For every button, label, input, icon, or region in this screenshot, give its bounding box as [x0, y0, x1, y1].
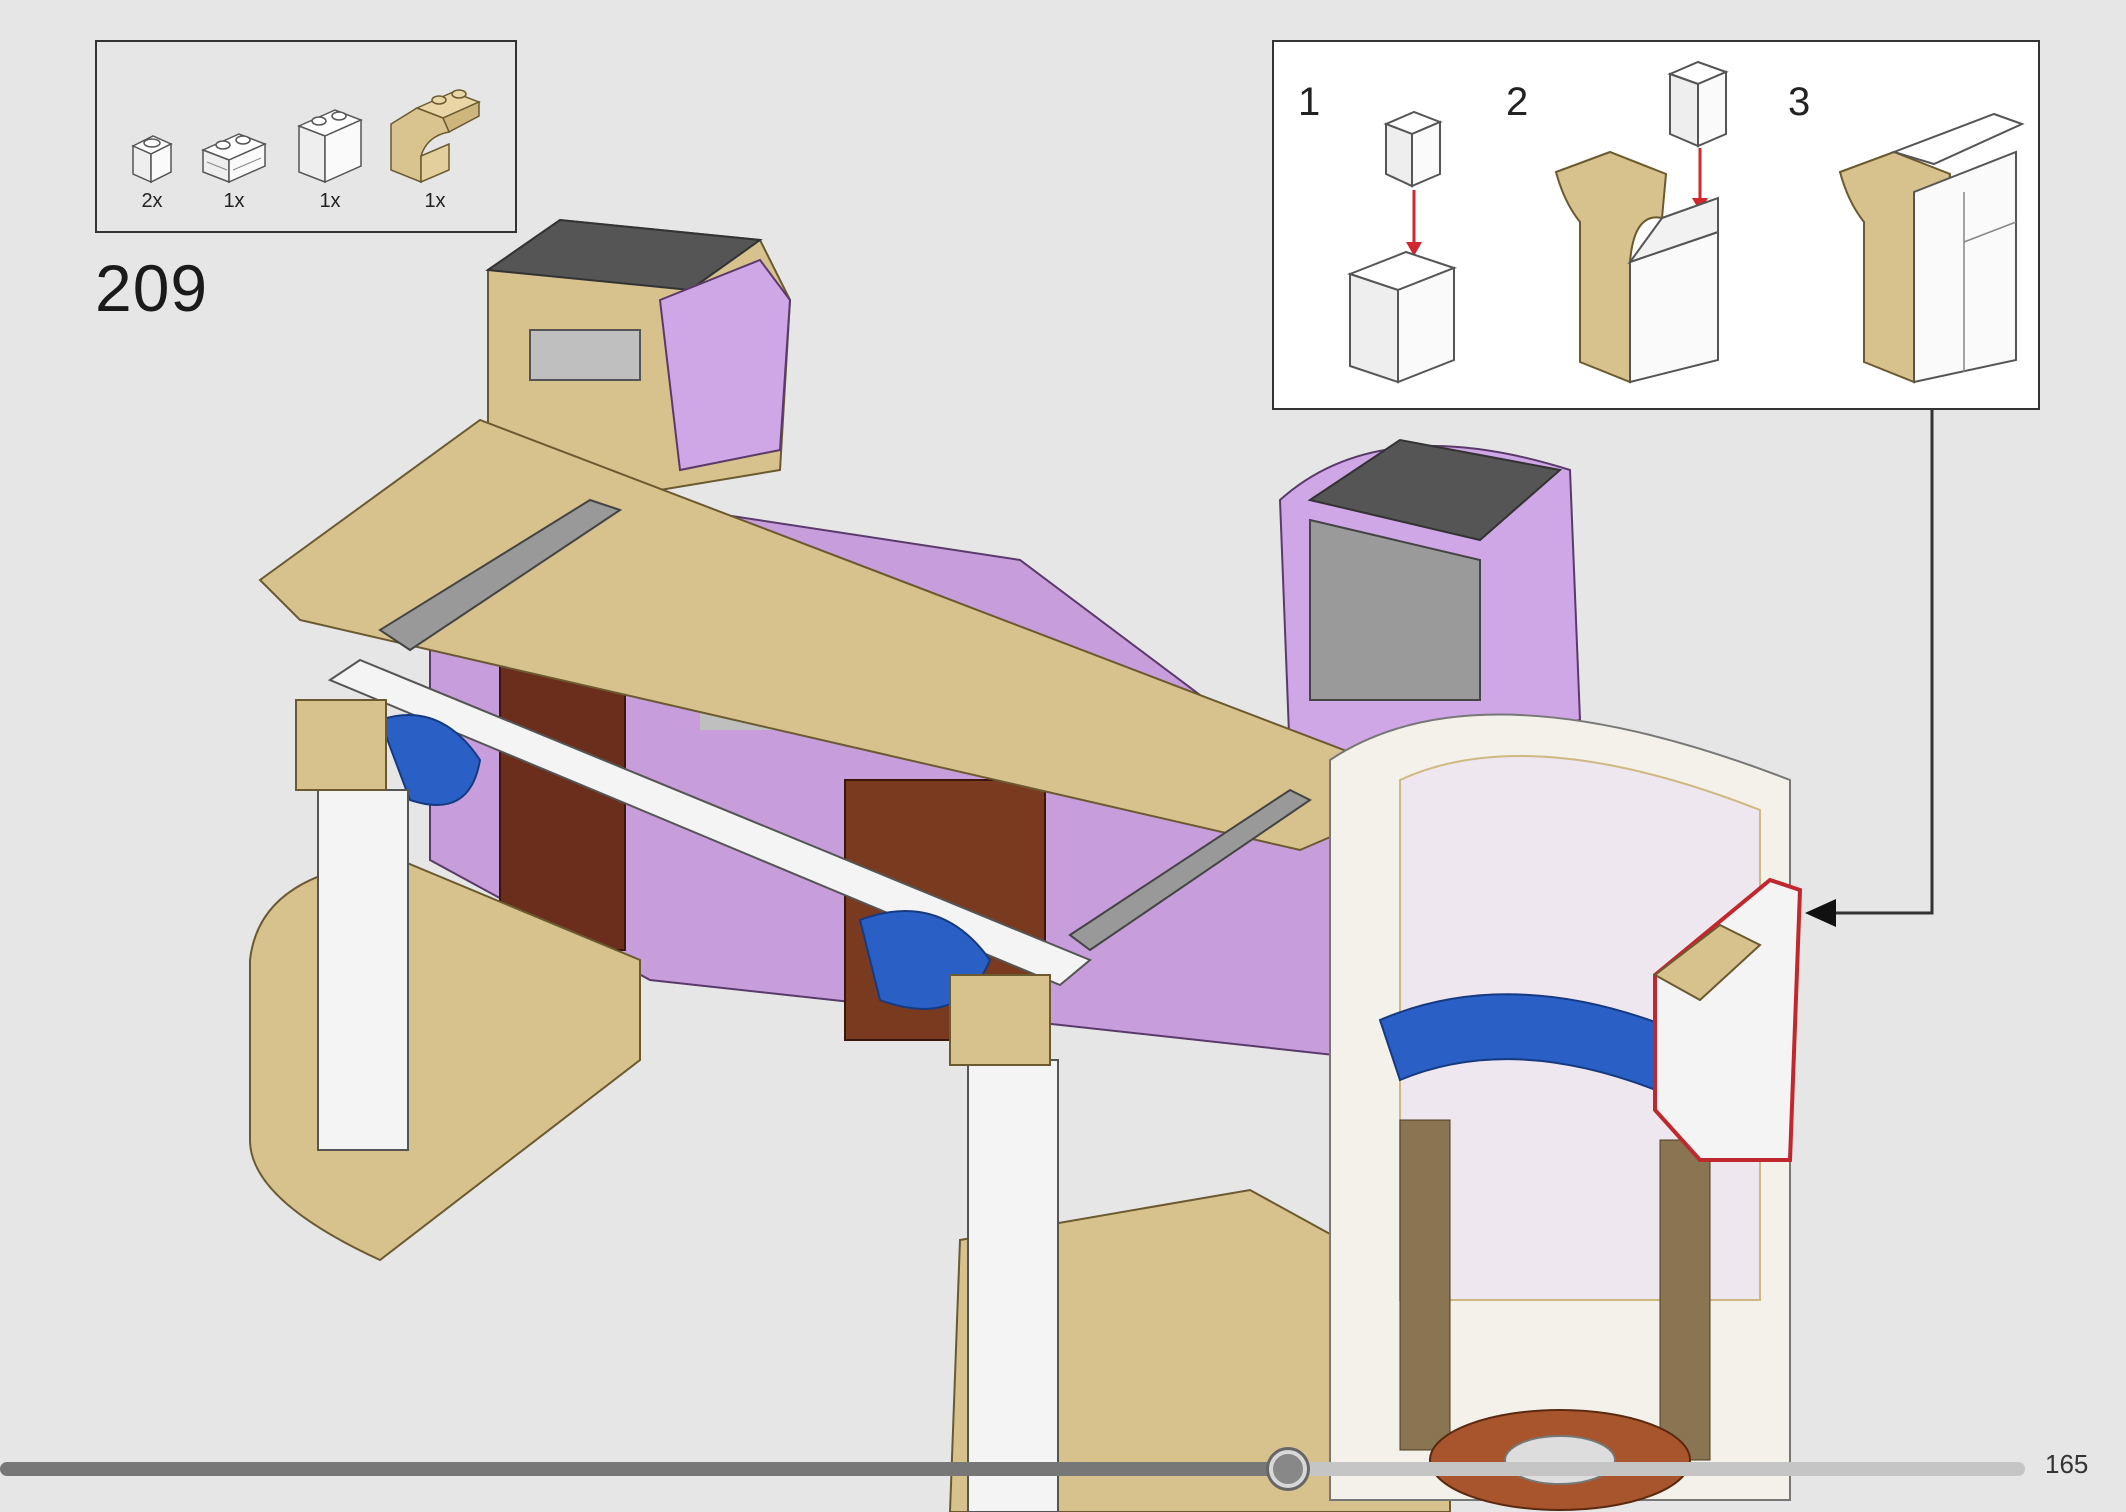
part-2: 1x [199, 130, 269, 213]
white-1x2x2-brick-icon [297, 109, 363, 184]
part-1: 2x [127, 130, 177, 213]
sub-step-2-illustration [1554, 60, 1729, 384]
scrubber-progress [0, 1462, 1288, 1476]
tan-arch-brick-icon [390, 89, 481, 184]
page-number: 165 [2045, 1449, 2089, 1479]
part-qty: 1x [319, 190, 341, 212]
part-qty: 2x [141, 190, 163, 212]
sub-step-1: 1 [1298, 80, 1321, 124]
part-3: 1x [295, 106, 365, 213]
step-number: 209 [95, 251, 209, 325]
front-cylinder [1329, 713, 1791, 1511]
sub-step-3: 3 [1788, 80, 1811, 124]
part-4: 1x [387, 86, 483, 213]
parts-list: 2x 1x 1x 1x [95, 40, 517, 233]
sub-step-1-illustration [1347, 110, 1457, 384]
sub-step-3-illustration [1838, 112, 2025, 384]
scrubber-track[interactable] [1288, 1462, 2025, 1476]
column-left [317, 789, 409, 1151]
sub-assembly-callout: 1 2 3 [1272, 40, 2040, 410]
scrubber-handle[interactable] [1269, 1450, 1307, 1488]
part-qty: 1x [223, 190, 245, 212]
white-rail [327, 658, 1092, 987]
column-middle [967, 1059, 1059, 1512]
white-1x1-brick-icon [131, 135, 173, 184]
sub-step-2: 2 [1506, 80, 1529, 124]
page-scrubber[interactable] [0, 1448, 2126, 1512]
blue-drape-left [378, 714, 482, 806]
leader-arrow-icon [1805, 899, 1836, 927]
white-1x2-masonry-brick-icon [201, 133, 267, 184]
down-arrow-icon [1406, 242, 1422, 256]
callout-illustration [1347, 60, 2025, 384]
right-tower [1278, 438, 1582, 762]
part-qty: 1x [424, 190, 446, 212]
left-tower [485, 218, 792, 492]
